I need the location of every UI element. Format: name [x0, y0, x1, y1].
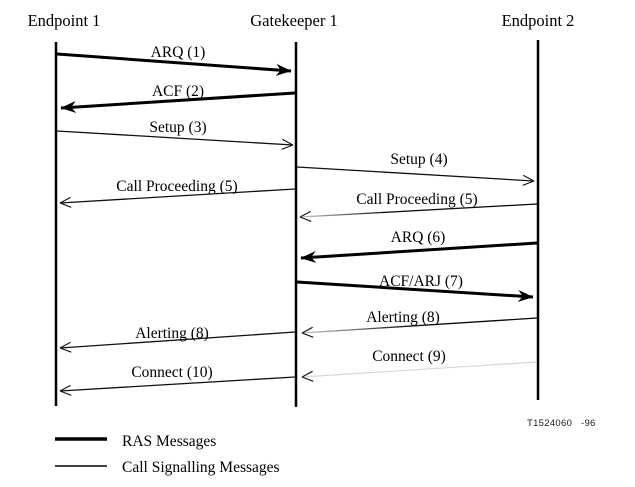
figure-tag: T1524060 -96	[527, 418, 596, 429]
legend-ras-label: RAS Messages	[122, 433, 216, 450]
message-arq-1: ARQ (1)	[56, 44, 292, 76]
message-arrow-setup-3	[56, 130, 293, 145]
message-label-arq-1: ARQ (1)	[151, 44, 206, 61]
message-arrow-arq-6	[300, 241, 538, 264]
message-label-call-proceeding-5-left: Call Proceeding (5)	[116, 178, 237, 195]
message-arrow-call-proceeding-5-right	[300, 203, 538, 217]
message-arrow-call-proceeding-5-left	[60, 188, 296, 203]
message-label-connect-10: Connect (10)	[131, 364, 212, 381]
message-setup-3: Setup (3)	[56, 119, 293, 145]
message-alerting-8-right: Alerting (8)	[302, 309, 538, 333]
message-setup-4: Setup (4)	[296, 151, 534, 181]
message-arrow-alerting-8-left	[60, 331, 296, 348]
message-call-proceeding-5-left: Call Proceeding (5)	[60, 178, 296, 203]
legend-call-signalling-label: Call Signalling Messages	[122, 459, 280, 476]
message-arq-6: ARQ (6)	[300, 229, 538, 264]
message-label-connect-9: Connect (9)	[372, 348, 446, 365]
legend: RAS Messages Call Signalling Messages	[55, 433, 280, 476]
message-acf-arj-7: ACF/ARJ (7)	[296, 273, 534, 303]
message-label-acf-arj-7: ACF/ARJ (7)	[379, 273, 463, 290]
message-label-acf-2: ACF (2)	[152, 83, 204, 100]
message-label-alerting-8-left: Alerting (8)	[135, 325, 209, 342]
message-arrow-arq-1	[56, 52, 292, 76]
message-connect-10: Connect (10)	[60, 364, 296, 391]
participant-label-endpoint-2: Endpoint 2	[502, 11, 575, 30]
message-label-setup-3: Setup (3)	[149, 119, 206, 136]
message-arrow-connect-10	[60, 376, 296, 391]
message-label-call-proceeding-5-right: Call Proceeding (5)	[356, 191, 477, 208]
message-label-arq-6: ARQ (6)	[391, 229, 446, 246]
message-call-proceeding-5-right: Call Proceeding (5)	[300, 191, 538, 217]
message-label-setup-4: Setup (4)	[390, 151, 447, 168]
message-label-alerting-8-right: Alerting (8)	[366, 309, 440, 326]
message-alerting-8-left: Alerting (8)	[60, 325, 296, 348]
message-arrow-acf-arj-7	[296, 280, 534, 303]
message-arrow-alerting-8-right	[302, 317, 538, 333]
message-arrow-connect-9	[302, 361, 538, 377]
participant-label-gatekeeper-1: Gatekeeper 1	[250, 11, 338, 30]
message-arrow-setup-4	[296, 166, 534, 181]
message-connect-9: Connect (9)	[302, 348, 538, 377]
message-arrow-acf-2	[60, 91, 296, 114]
participant-label-endpoint-1: Endpoint 1	[28, 11, 101, 30]
message-acf-2: ACF (2)	[60, 83, 296, 114]
